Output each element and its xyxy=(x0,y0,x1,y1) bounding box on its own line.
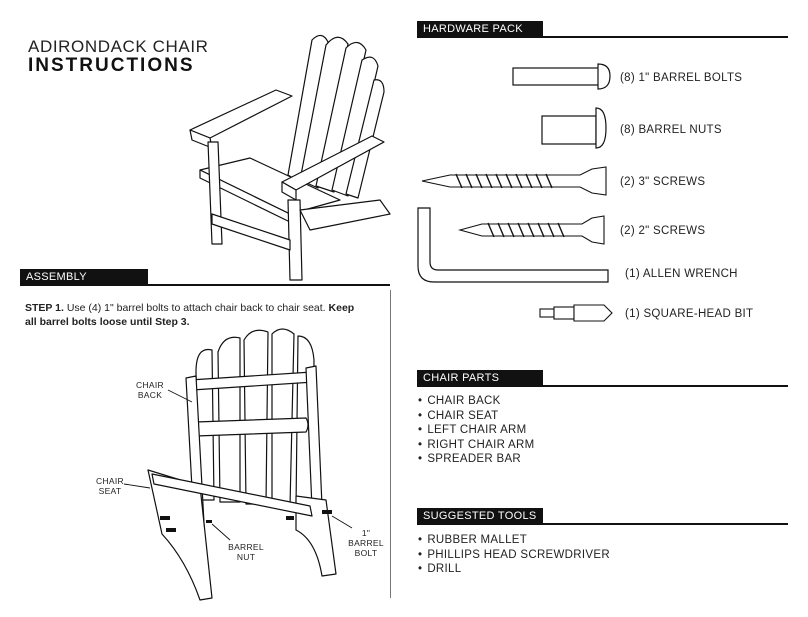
assembly-header: ASSEMBLY xyxy=(20,269,148,286)
hardware-label-allen-wrench: (1) ALLEN WRENCH xyxy=(625,268,738,280)
barrel-bolt-icon xyxy=(512,63,611,90)
chair-parts-rule xyxy=(543,385,788,387)
allen-wrench-icon xyxy=(417,207,609,283)
suggested-tools-header: SUGGESTED TOOLS xyxy=(417,508,543,525)
chair-parts-header: CHAIR PARTS xyxy=(417,370,543,387)
assembly-rule xyxy=(148,284,390,286)
screw-3in-icon xyxy=(421,166,607,196)
square-head-bit-icon xyxy=(539,304,613,322)
list-item: DRILL xyxy=(418,562,610,577)
hardware-label-barrel-nuts: (8) BARREL NUTS xyxy=(620,124,722,136)
callout-chair-seat: CHAIR SEAT xyxy=(96,476,124,496)
list-item: LEFT CHAIR ARM xyxy=(418,423,535,438)
callout-chair-back: CHAIR BACK xyxy=(136,380,164,400)
title-line-2: INSTRUCTIONS xyxy=(28,55,195,76)
step-1-bold-text: Keep all barrel bolts loose until Step 3… xyxy=(25,302,355,328)
hardware-pack-rule xyxy=(543,36,788,38)
hardware-label-barrel-bolts: (8) 1" BARREL BOLTS xyxy=(620,72,743,84)
hardware-pack-header: HARDWARE PACK xyxy=(417,21,543,38)
hardware-label-3in-screws: (2) 3" SCREWS xyxy=(620,176,706,188)
list-item: RIGHT CHAIR ARM xyxy=(418,438,535,453)
screw-2in-icon xyxy=(457,215,605,245)
list-item: RUBBER MALLET xyxy=(418,533,610,548)
callout-barrel-nut: BARREL NUT xyxy=(228,542,264,562)
title-line-1: ADIRONDACK CHAIR xyxy=(28,37,209,56)
list-item: CHAIR SEAT xyxy=(418,409,535,424)
hardware-label-square-head-bit: (1) SQUARE-HEAD BIT xyxy=(625,308,754,320)
hardware-label-2in-screws: (2) 2" SCREWS xyxy=(620,225,706,237)
list-item: SPREADER BAR xyxy=(418,452,535,467)
tools-list: RUBBER MALLET PHILLIPS HEAD SCREWDRIVER … xyxy=(418,533,610,577)
step-1-text: Use (4) 1" barrel bolts to attach chair … xyxy=(63,302,329,314)
list-item: CHAIR BACK xyxy=(418,394,535,409)
chair-parts-list: CHAIR BACK CHAIR SEAT LEFT CHAIR ARM RIG… xyxy=(418,394,535,467)
suggested-tools-rule xyxy=(543,523,788,525)
list-item: PHILLIPS HEAD SCREWDRIVER xyxy=(418,548,610,563)
column-divider xyxy=(390,290,391,598)
step-1-instructions: STEP 1. Use (4) 1" barrel bolts to attac… xyxy=(25,301,360,329)
callout-barrel-bolt: 1" BARREL BOLT xyxy=(348,528,384,558)
barrel-nut-icon xyxy=(541,107,607,149)
step-1-label: STEP 1. xyxy=(25,302,64,314)
